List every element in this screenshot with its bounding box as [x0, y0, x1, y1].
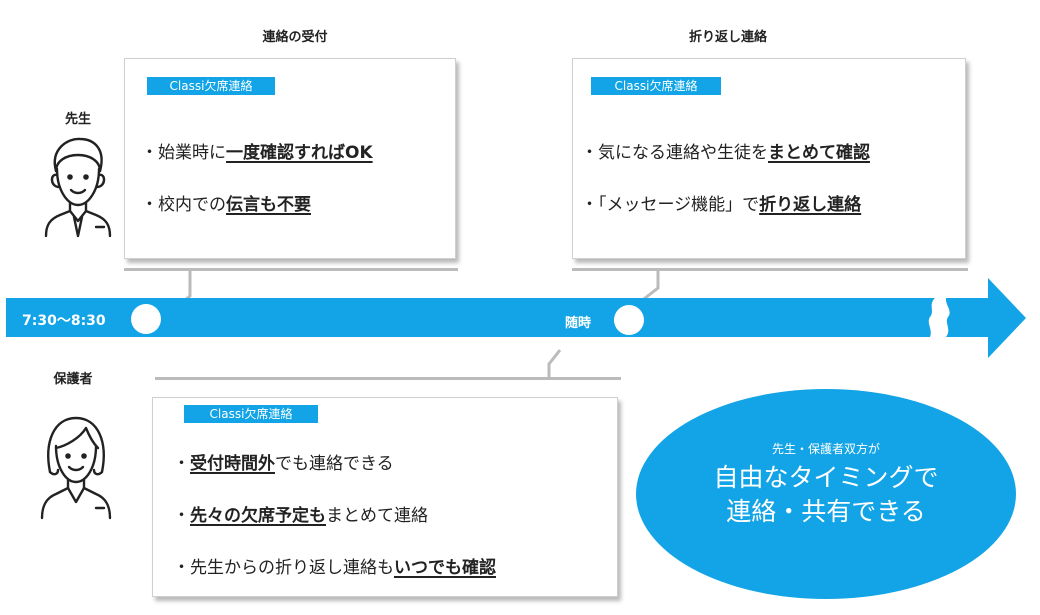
timeline-arrow — [6, 278, 1026, 358]
classi-tag: Classi欠席連絡 — [591, 77, 721, 95]
teacher-reply-card: Classi欠席連絡 ・気になる連絡や生徒をまとめて確認 ・「メッセージ機能」で… — [572, 58, 966, 259]
timeline-start-time: 7:30〜8:30 — [22, 313, 106, 329]
bullet-item: ・始業時に一度確認すればOK — [141, 143, 373, 163]
timeline-marker-anytime — [614, 305, 644, 335]
summary-subtitle: 先生・保護者双方が — [771, 442, 880, 456]
summary-line2: 連絡・共有できる — [726, 497, 926, 526]
teacher-reception-card: Classi欠席連絡 ・始業時に一度確認すればOK ・校内での伝言も不要 — [124, 58, 456, 259]
role-label-parent: 保護者 — [53, 372, 93, 387]
bullet-item: ・「メッセージ機能」で折り返し連絡 — [581, 195, 862, 215]
section-title-reception: 連絡の受付 — [262, 30, 328, 45]
timeline-anytime: 随時 — [565, 316, 592, 331]
bullet-item: ・先々の欠席予定もまとめて連絡 — [173, 506, 428, 526]
bullet-item: ・気になる連絡や生徒をまとめて確認 — [581, 143, 870, 163]
bullet-item: ・受付時間外でも連絡できる — [173, 454, 394, 474]
role-label-teacher: 先生 — [64, 112, 91, 127]
summary-line1: 自由なタイミングで — [713, 463, 939, 492]
teacher-avatar-icon — [44, 137, 112, 238]
parent-card: Classi欠席連絡 ・受付時間外でも連絡できる ・先々の欠席予定もまとめて連絡… — [152, 397, 618, 597]
parent-avatar-icon — [40, 416, 112, 520]
classi-tag: Classi欠席連絡 — [184, 405, 318, 423]
card-topline — [155, 377, 621, 380]
card-underline — [572, 268, 968, 271]
summary-ellipse — [636, 389, 1016, 599]
bullet-item: ・校内での伝言も不要 — [141, 195, 311, 215]
card-underline — [124, 268, 458, 271]
section-title-reply: 折り返し連絡 — [688, 30, 767, 45]
timeline-marker-start — [131, 304, 161, 334]
classi-tag: Classi欠席連絡 — [147, 77, 275, 95]
bullet-item: ・先生からの折り返し連絡もいつでも確認 — [173, 558, 496, 578]
